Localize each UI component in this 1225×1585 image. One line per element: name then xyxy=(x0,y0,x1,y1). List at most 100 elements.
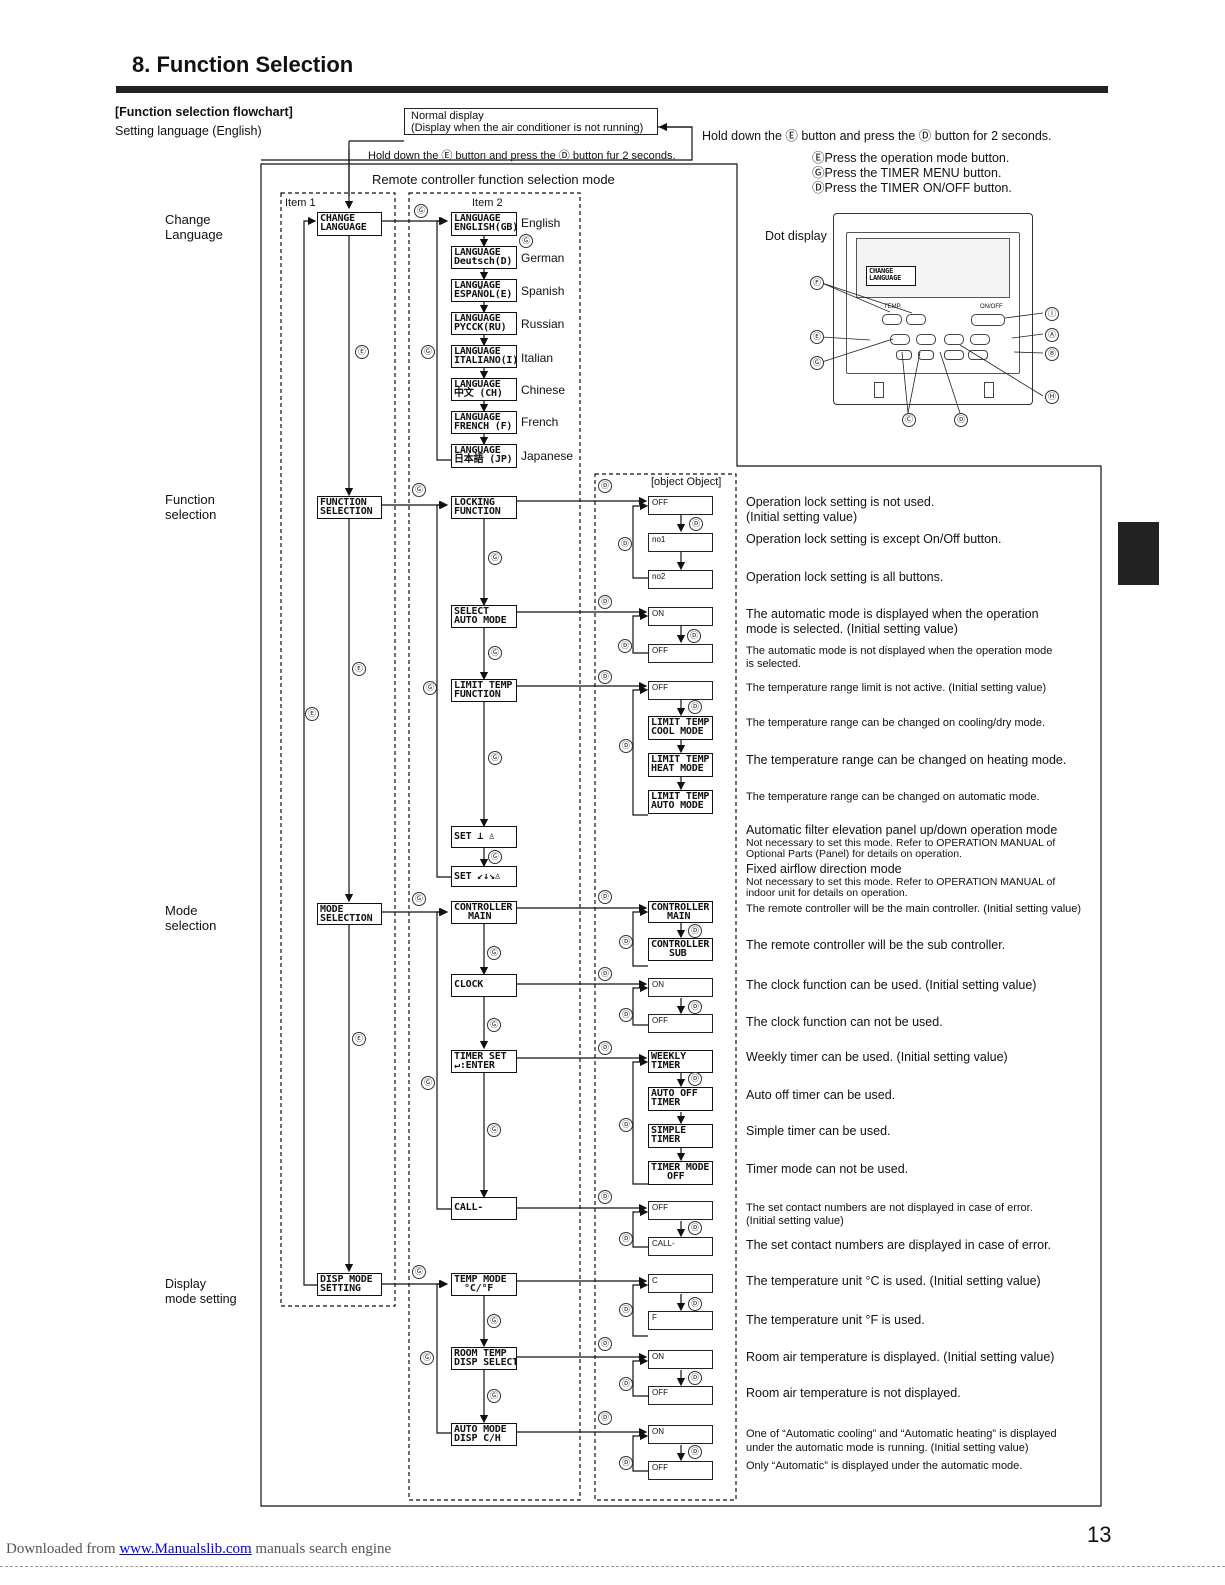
lang-german: German xyxy=(521,251,565,265)
symbol-d: Ⓓ xyxy=(689,517,703,531)
timer-menu-button[interactable] xyxy=(944,350,964,360)
lang-japanese: Japanese xyxy=(521,449,574,463)
desc-limit-off: The temperature range limit is not activ… xyxy=(746,682,1047,694)
lcd-call: CALL- xyxy=(451,1197,517,1220)
remote-label-i: Ⓘ xyxy=(1045,307,1059,321)
desc-autodisp-off: Only “Automatic” is displayed under the … xyxy=(746,1460,1023,1472)
symbol-g: Ⓖ xyxy=(488,850,502,864)
normal-display-line1: Normal display xyxy=(411,110,484,122)
symbol-d: Ⓓ xyxy=(619,1118,633,1132)
footer: Downloaded from www.Manualslib.com manua… xyxy=(6,1541,391,1558)
setting-language: Setting language (English) xyxy=(115,124,262,138)
symbol-g: Ⓖ xyxy=(487,1018,501,1032)
lcd-set-airflow: SET ↙↓↘♙ xyxy=(451,866,517,887)
symbol-g: Ⓖ xyxy=(488,646,502,660)
flowchart-heading: [Function selection flowchart] xyxy=(115,105,293,119)
symbol-d: Ⓓ xyxy=(619,935,633,949)
symbol-d: Ⓓ xyxy=(619,1232,633,1246)
desc-airflow-mode: Fixed airflow direction mode Not necessa… xyxy=(746,862,1056,899)
lang-english: English xyxy=(521,216,561,230)
symbol-g: Ⓖ xyxy=(421,345,435,359)
legend-d: ⒹPress the TIMER ON/OFF button. xyxy=(812,181,1012,195)
symbol-d: Ⓓ xyxy=(619,1008,633,1022)
legend-g: ⒼPress the TIMER MENU button. xyxy=(812,166,1002,180)
normal-display-line2: (Display when the air conditioner is not… xyxy=(411,122,644,134)
clock-down-button[interactable] xyxy=(896,350,912,360)
clock-up-button[interactable] xyxy=(918,350,934,360)
normal-display-box: Normal display (Display when the air con… xyxy=(404,108,658,135)
desc-unit-f: The temperature unit °F is used. xyxy=(746,1313,925,1327)
desc-panel-mode: Automatic filter elevation panel up/down… xyxy=(746,823,1058,860)
opt-unit-f: F xyxy=(648,1311,713,1330)
desc-autodisp-on: One of “Automatic cooling” and “Automati… xyxy=(746,1428,1057,1454)
symbol-d: Ⓓ xyxy=(598,595,612,609)
title-rule xyxy=(116,86,1108,93)
opt-limit-off: OFF xyxy=(648,681,713,700)
symbol-d: Ⓓ xyxy=(619,1303,633,1317)
symbol-e: Ⓔ xyxy=(355,345,369,359)
opt-unit-c: C xyxy=(648,1274,713,1293)
timer-onoff-button[interactable] xyxy=(968,350,988,360)
opt-lock-no2: no2 xyxy=(648,570,713,589)
symbol-d: Ⓓ xyxy=(688,1371,702,1385)
temp-down-button[interactable] xyxy=(882,314,902,325)
remote-label-c: Ⓒ xyxy=(902,413,916,427)
remote-label-h: Ⓗ xyxy=(1045,390,1059,404)
desc-timer-mode: Timer mode can not be used. xyxy=(746,1162,909,1176)
symbol-d: Ⓓ xyxy=(687,629,701,643)
temp-up-button[interactable] xyxy=(906,314,926,325)
symbol-g: Ⓖ xyxy=(412,892,426,906)
opt-clock-on: ON xyxy=(648,978,713,997)
mode-title: Remote controller function selection mod… xyxy=(372,172,615,187)
footer-link[interactable]: www.Manualslib.com xyxy=(119,1541,252,1557)
desc-lock-no1: Operation lock setting is except On/Off … xyxy=(746,532,1002,546)
desc-lock-off: Operation lock setting is not used.(Init… xyxy=(746,495,935,524)
mode-button[interactable] xyxy=(916,334,936,345)
opt-auto-on: ON xyxy=(648,607,713,626)
opt-call-on: CALL- xyxy=(648,1237,713,1256)
symbol-d: Ⓓ xyxy=(598,1190,612,1204)
dot-display-label: Dot display xyxy=(765,229,827,243)
item3-label: [object Object] xyxy=(651,476,722,488)
remote-label-d: Ⓓ xyxy=(954,413,968,427)
symbol-d: Ⓓ xyxy=(619,1456,633,1470)
footer-prefix: Downloaded from xyxy=(6,1541,116,1557)
symbol-g: Ⓖ xyxy=(488,551,502,565)
symbol-g: Ⓖ xyxy=(412,1265,426,1279)
desc-room-on: Room air temperature is displayed. (Init… xyxy=(746,1350,1055,1364)
symbol-d: Ⓓ xyxy=(688,1072,702,1086)
item2-label: Item 2 xyxy=(472,197,503,209)
remote-label-f: Ⓕ xyxy=(810,276,824,290)
hold-down-top: Hold down the Ⓔ button and press the Ⓓ b… xyxy=(702,129,1052,143)
symbol-g: Ⓖ xyxy=(412,483,426,497)
vane-button[interactable] xyxy=(970,334,990,345)
opt-clock-off: OFF xyxy=(648,1014,713,1033)
section-tab xyxy=(1118,522,1159,585)
lang-french: French xyxy=(521,415,559,429)
opt-room-on: ON xyxy=(648,1350,713,1369)
symbol-d: Ⓓ xyxy=(688,1297,702,1311)
lcd-temp-mode: TEMP MODE°C/°F xyxy=(451,1273,517,1296)
onoff-button[interactable] xyxy=(971,314,1005,326)
desc-clock-off: The clock function can not be used. xyxy=(746,1015,943,1029)
fan-button[interactable] xyxy=(944,334,964,345)
symbol-d: Ⓓ xyxy=(598,670,612,684)
